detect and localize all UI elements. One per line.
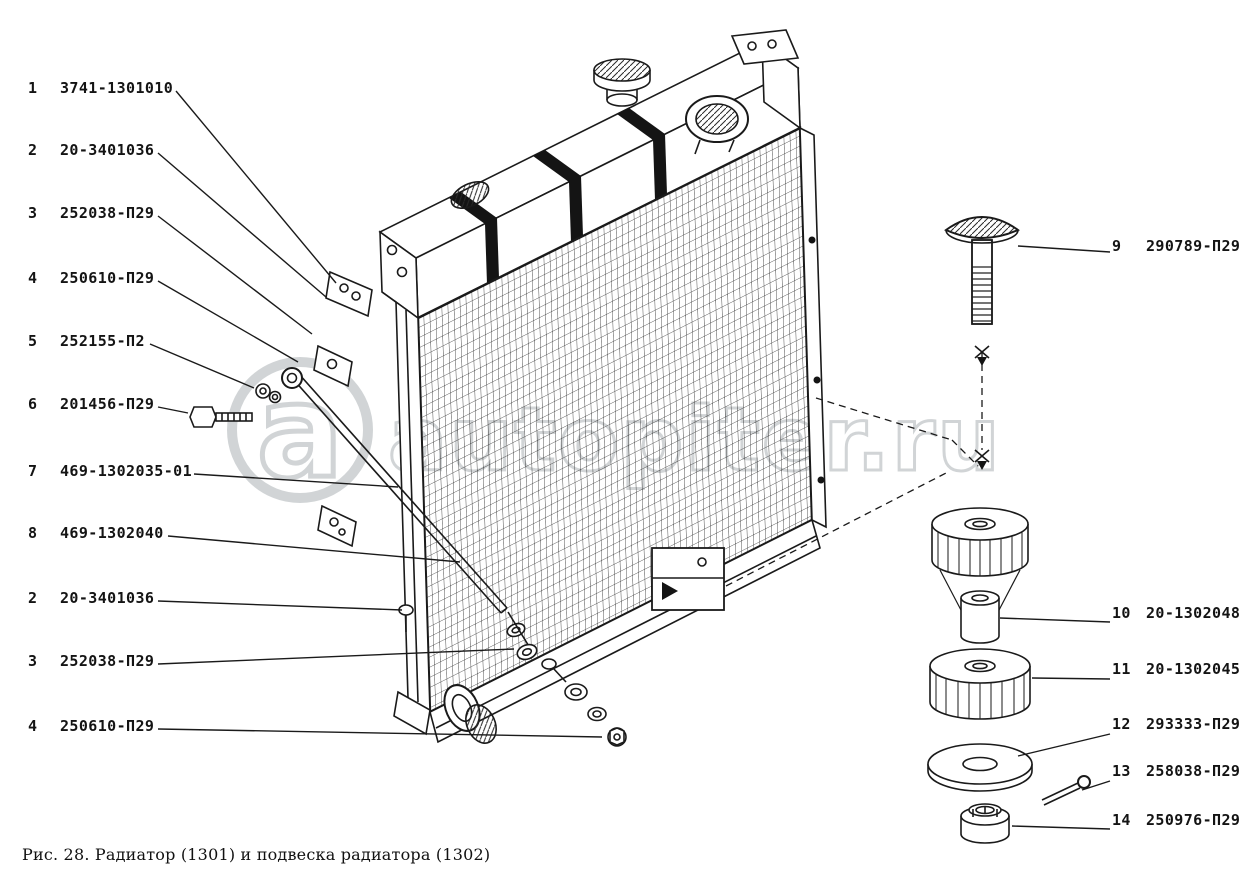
filler-cap: [593, 58, 651, 107]
part-number: 20-1302048: [1146, 604, 1241, 622]
bottom-mounting-bracket: [651, 547, 725, 611]
leader-lines-left: [149, 90, 603, 738]
part-index: 2: [28, 141, 38, 159]
radiator-suspension-parts: [725, 216, 1091, 844]
radiator-side-frames: [381, 126, 827, 736]
tank-oval-plate: [450, 180, 490, 210]
stay-rod: [281, 367, 508, 614]
inlet-pipe: [685, 95, 749, 155]
part-number: 252155-П2: [60, 332, 145, 350]
part-label-row: 14 250976-П29: [1112, 813, 1240, 828]
cushion-upper: [931, 507, 1029, 613]
washers-item5: [255, 383, 282, 404]
part-index: 9: [1112, 237, 1122, 255]
part-index: 7: [28, 462, 38, 480]
part-index: 11: [1112, 660, 1131, 678]
part-number: 3741-1301010: [60, 79, 174, 97]
part-index: 4: [28, 269, 38, 287]
part-number: 20-3401036: [60, 589, 155, 607]
part-index: 1: [28, 79, 38, 97]
part-label-row: 10 20-1302048: [1112, 606, 1240, 621]
radiator-assembly: [189, 29, 827, 747]
leader-lines-right: [999, 245, 1111, 830]
part-label-row: 11 20-1302045: [1112, 662, 1240, 677]
part-number: 252038-П29: [60, 652, 155, 670]
part-index: 8: [28, 524, 38, 542]
hardware-cluster: [398, 604, 627, 747]
part-label-row: 2 20-3401036: [28, 143, 154, 158]
mount-bolt-item9: [944, 216, 1020, 325]
part-number: 252038-П29: [60, 204, 155, 222]
part-number: 290789-П29: [1146, 237, 1241, 255]
spacer-item10: [960, 590, 1000, 644]
part-label-row: 4 250610-П29: [28, 271, 154, 286]
part-number: 201456-П29: [60, 395, 155, 413]
part-index: 4: [28, 717, 38, 735]
part-index: 6: [28, 395, 38, 413]
washer-item12: [927, 743, 1033, 792]
part-index: 13: [1112, 762, 1131, 780]
part-number: 250976-П29: [1146, 811, 1241, 829]
part-index: 10: [1112, 604, 1131, 622]
part-number: 20-1302045: [1146, 660, 1241, 678]
part-label-row: 6 201456-П29: [28, 397, 154, 412]
part-number: 20-3401036: [60, 141, 155, 159]
part-number: 250610-П29: [60, 717, 155, 735]
part-label-row: 7 469-1302035-01: [28, 464, 192, 479]
part-index: 14: [1112, 811, 1131, 829]
part-label-row: 12 293333-П29: [1112, 717, 1240, 732]
part-label-row: 13 258038-П29: [1112, 764, 1240, 779]
part-label-row: 1 3741-1301010: [28, 81, 173, 96]
part-number: 293333-П29: [1146, 715, 1241, 733]
outlet-pipe: [443, 684, 497, 744]
watermark-logo-circle: [227, 357, 373, 503]
cotter-pin-item13: [1041, 775, 1091, 806]
part-number: 258038-П29: [1146, 762, 1241, 780]
part-label-row: 3 252038-П29: [28, 654, 154, 669]
part-label-row: 5 252155-П2: [28, 334, 145, 349]
part-label-row: 3 252038-П29: [28, 206, 154, 221]
castle-nut-item14: [960, 803, 1010, 844]
part-index: 3: [28, 204, 38, 222]
part-index: 5: [28, 332, 38, 350]
part-index: 2: [28, 589, 38, 607]
assembly-axis-dashed: [725, 352, 983, 587]
figure-caption: Рис. 28. Радиатор (1301) и подвеска ради…: [22, 845, 491, 864]
part-label-row: 8 469-1302040: [28, 526, 164, 541]
cushion-lower-item11: [929, 648, 1031, 720]
part-index: 12: [1112, 715, 1131, 733]
mounting-bracket-lower: [317, 504, 357, 548]
part-number: 469-1302040: [60, 524, 164, 542]
part-label-row: 9 290789-П29: [1112, 239, 1240, 254]
bolt-item6: [189, 406, 253, 428]
part-number: 469-1302035-01: [60, 462, 193, 480]
rod-eye: [281, 367, 303, 389]
top-right-bracket: [730, 29, 800, 65]
part-index: 3: [28, 652, 38, 670]
mounting-bracket-upper: [325, 270, 373, 318]
part-label-row: 2 20-3401036: [28, 591, 154, 606]
part-number: 250610-П29: [60, 269, 155, 287]
mounting-bracket-middle: [313, 344, 353, 388]
part-label-row: 4 250610-П29: [28, 719, 154, 734]
